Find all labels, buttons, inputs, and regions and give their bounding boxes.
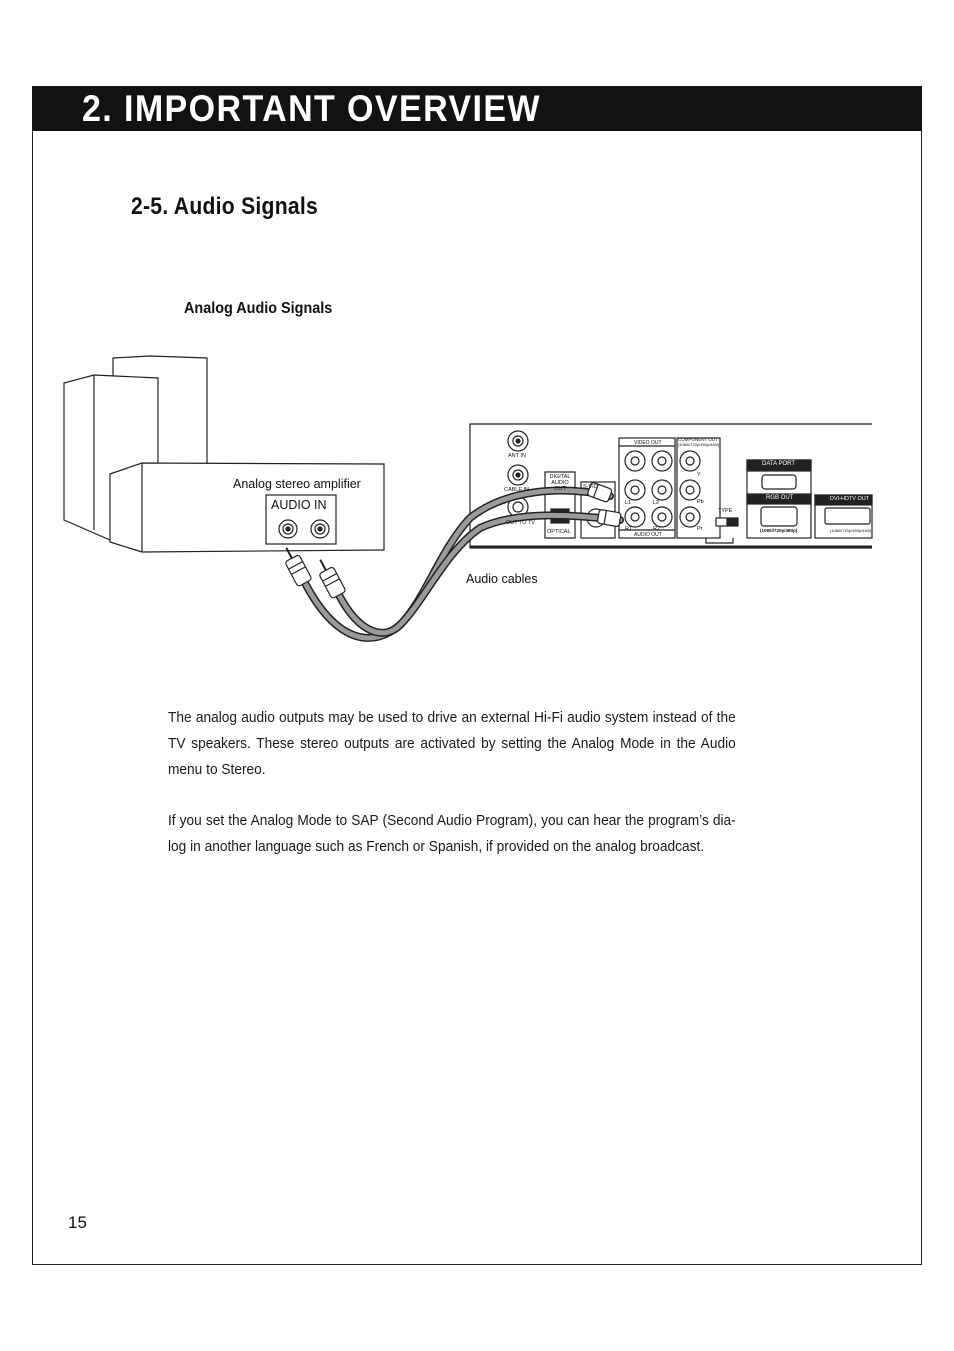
dvi-out-label: DVI-HDTV OUT	[830, 496, 870, 502]
dvi-sub-label: (1080i/720p/480p/480i)	[830, 528, 872, 533]
ant-in-label: ANT IN	[508, 453, 526, 459]
l1-label: L1	[625, 500, 632, 506]
pb-label: Pb	[697, 499, 704, 505]
data-port-label: DATA PORT	[762, 461, 796, 467]
page-title: 2. IMPORTANT OVERVIEW	[82, 88, 541, 129]
video-out-label: VIDEO OUT	[634, 440, 662, 446]
audio-out-label: AUDIO OUT	[634, 532, 662, 538]
out-to-tv-label: OUT TO TV	[506, 520, 535, 526]
audio-in-label: AUDIO IN	[271, 498, 327, 512]
digital-audio-out-label: DIGITAL AUDIO OUT	[549, 474, 571, 492]
receiver-panel	[469, 423, 873, 549]
component-out-label: COMPONENT OUT	[678, 437, 718, 442]
audio-cables-label: Audio cables	[466, 572, 538, 586]
header-bar	[32, 86, 922, 131]
rgb-out-label: RGB OUT	[766, 495, 794, 501]
cable-in-label: CABLE IN	[504, 487, 530, 493]
page-frame	[32, 86, 922, 1265]
pr-label: Pr	[697, 526, 703, 532]
y-label: Y	[697, 472, 701, 478]
amplifier-label: Analog stereo amplifier	[233, 477, 361, 491]
amplifier	[109, 462, 385, 553]
l2-label: L2	[653, 500, 660, 506]
rgb-sub-label: (1080i/720p/480p)	[760, 528, 798, 533]
s-video-label: S-VID	[583, 484, 598, 490]
rca-plugs	[285, 482, 622, 599]
component-sub-label: (1080i/720p/480p/480i)	[678, 442, 720, 447]
r2-label: R2	[653, 526, 661, 532]
connection-diagram: Analog stereo amplifier AUDIO IN Audio c…	[0, 340, 954, 660]
subsection-title: Analog Audio Signals	[184, 300, 333, 317]
type-label: TYPE	[718, 508, 733, 514]
diagram-drawing	[63, 355, 873, 642]
section-title: 2-5. Audio Signals	[131, 193, 319, 220]
paragraph-2: If you set the Analog Mode to SAP (Secon…	[168, 813, 736, 855]
optical-label: OPTICAL	[547, 529, 571, 535]
r1-label: R1	[625, 526, 633, 532]
page-number: 15	[68, 1213, 87, 1232]
paragraph-1: The analog audio outputs may be used to …	[168, 710, 736, 778]
audio-cables	[301, 486, 624, 642]
